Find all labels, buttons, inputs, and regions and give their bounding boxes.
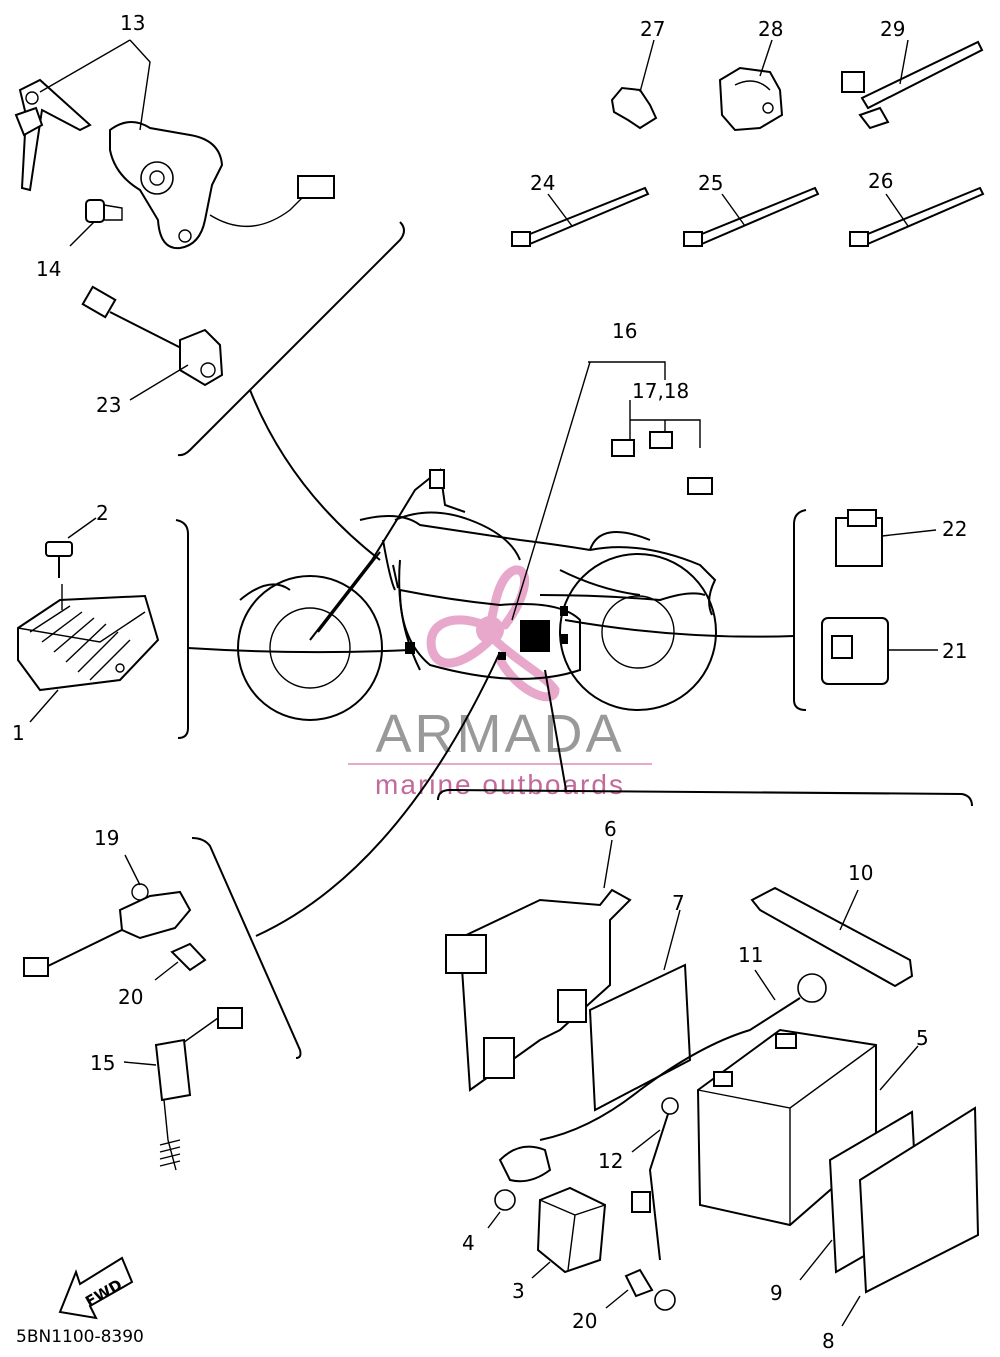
engine-frame (399, 589, 581, 680)
callout-19: 19 (94, 826, 119, 850)
part-14-screw (69, 199, 123, 247)
callout-14: 14 (36, 257, 61, 281)
callout-12: 12 (598, 1149, 623, 1173)
front-wheel (237, 575, 383, 721)
front-fork (309, 517, 399, 641)
part-15-neutral-switch (123, 1007, 243, 1171)
part-29-clamp-tie (841, 39, 984, 130)
watermark-tagline: marine outboards (375, 769, 625, 800)
motorcycle-outline (237, 468, 717, 721)
part-24-cable-tie (511, 186, 650, 248)
part-13-main-switch (14, 39, 335, 250)
callout-20-lower: 20 (572, 1309, 597, 1333)
rear-fender (589, 546, 717, 616)
part-12-ground-lead (631, 1097, 679, 1311)
part-11-battery-lead (498, 969, 827, 1183)
region-brackets (175, 221, 973, 1059)
part-23-sensor (81, 285, 224, 401)
callout-11: 11 (738, 943, 763, 967)
key-icon (18, 78, 92, 192)
callout-21: 21 (942, 639, 967, 663)
part-10-battery-band (750, 886, 914, 988)
callout-22: 22 (942, 517, 967, 541)
callout-3: 3 (512, 1279, 525, 1303)
part-25-cable-tie (683, 186, 820, 248)
callout-16: 16 (612, 319, 637, 343)
callout-24: 24 (530, 171, 555, 195)
callout-26: 26 (868, 169, 893, 193)
callout-8: 8 (822, 1329, 835, 1353)
callout-1: 1 (12, 721, 25, 745)
part-1-rectifier-regulator (17, 594, 160, 723)
part-19-switch-lead (23, 854, 192, 977)
fuel-tank (394, 511, 521, 561)
callout-23: 23 (96, 393, 121, 417)
callout-9: 9 (770, 1281, 783, 1305)
callout-28: 28 (758, 17, 783, 41)
part-7-battery-pad (588, 909, 692, 1112)
callout-5: 5 (916, 1026, 929, 1050)
part-6-battery-bracket (445, 839, 632, 1092)
callout-20-upper: 20 (118, 985, 143, 1009)
callout-4: 4 (462, 1231, 475, 1255)
watermark-logo: ARMADA marine outboards (348, 565, 652, 800)
part-27-clip (610, 39, 658, 130)
part-21-flasher-relay (821, 617, 938, 685)
callout-29: 29 (880, 17, 905, 41)
callout-27: 27 (640, 17, 665, 41)
watermark-brand: ARMADA (375, 704, 624, 764)
callout-25: 25 (698, 171, 723, 195)
callout-6: 6 (604, 817, 617, 841)
callout-labels: 1 2 3 4 5 6 7 8 9 10 11 12 13 14 15 16 1… (12, 11, 967, 1353)
callout-10: 10 (848, 861, 873, 885)
component-location-block (520, 620, 550, 652)
callout-13: 13 (120, 11, 145, 35)
part-20-bolt-upper (154, 942, 207, 981)
part-26-cable-tie (849, 186, 985, 248)
part-20-bolt-lower (605, 1268, 654, 1309)
callout-2: 2 (96, 501, 109, 525)
part-22-relay (835, 509, 937, 567)
callout-15: 15 (90, 1051, 115, 1075)
callout-7: 7 (672, 891, 685, 915)
part-3-starter-relay (531, 1186, 607, 1279)
callout-17-18: 17,18 (632, 379, 689, 403)
part-2-bolt (45, 517, 97, 610)
diagram-code: 5BN1100-8390 (16, 1327, 144, 1347)
part-4-screw (487, 1189, 516, 1229)
part-8-battery-pad (841, 1106, 980, 1327)
fwd-direction-arrow: FWD (58, 1256, 134, 1320)
rear-wheel (559, 553, 717, 711)
part-16-harness-connectors (588, 361, 713, 495)
harness-routing-lines (187, 361, 795, 937)
part-28-clamp (718, 39, 784, 132)
